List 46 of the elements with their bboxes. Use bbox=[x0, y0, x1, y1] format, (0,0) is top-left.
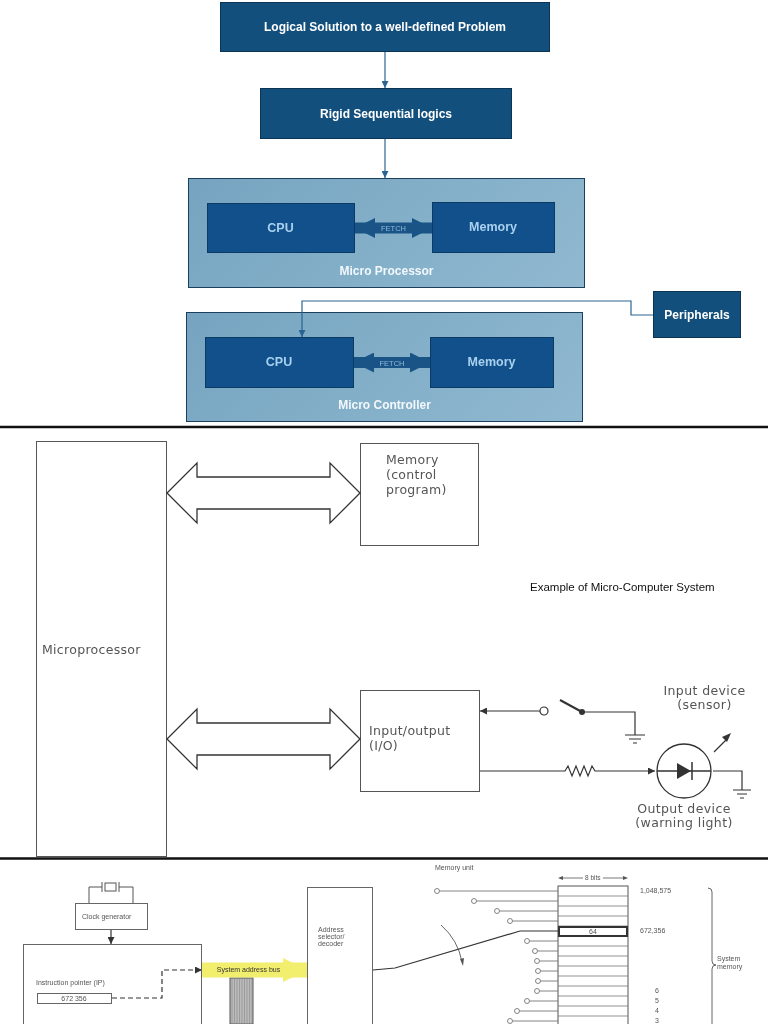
block-box bbox=[431, 201, 555, 253]
connector-line bbox=[372, 930, 559, 971]
box-label: Memory bbox=[469, 220, 517, 234]
box-label: Microprocessor bbox=[42, 641, 141, 657]
device-caption: Input device (sensor) bbox=[662, 684, 747, 713]
block-box bbox=[75, 903, 148, 930]
double-arrow bbox=[166, 461, 361, 525]
panel bbox=[186, 312, 583, 422]
block-box bbox=[204, 336, 354, 388]
panel bbox=[188, 178, 585, 288]
memory-cell bbox=[558, 926, 628, 937]
block-box bbox=[360, 443, 479, 546]
double-arrow bbox=[355, 218, 432, 238]
block-box bbox=[36, 992, 112, 1004]
block-box bbox=[23, 944, 202, 1024]
block-box bbox=[360, 690, 480, 792]
box-label: Memory bbox=[467, 355, 516, 369]
block-box bbox=[429, 336, 554, 388]
block-box bbox=[307, 887, 373, 1024]
arrow bbox=[381, 51, 389, 89]
process-box bbox=[260, 88, 512, 139]
panel-title: Micro Controller bbox=[338, 398, 431, 412]
block-box bbox=[36, 441, 167, 857]
device-caption: Output device (warning light) bbox=[634, 802, 734, 831]
box-label: Input/output (I/O) bbox=[369, 723, 452, 753]
box-label: Memory (control program) bbox=[386, 452, 448, 497]
panel-title: Micro Processor bbox=[339, 264, 434, 278]
arrow bbox=[107, 929, 115, 945]
warning-light-symbol bbox=[655, 743, 713, 799]
arrow bbox=[111, 966, 203, 999]
box-label: Logical Solution to a well-defined Problem bbox=[264, 20, 506, 34]
process-box bbox=[220, 2, 550, 52]
box-label: CPU bbox=[267, 220, 294, 235]
box-label: Rigid Sequential logics bbox=[320, 106, 452, 121]
double-arrow bbox=[354, 352, 430, 373]
section-heading: Example of Micro-Computer System bbox=[530, 581, 715, 593]
arrow bbox=[479, 707, 541, 715]
resistor-wire bbox=[479, 764, 656, 778]
arrow bbox=[202, 958, 307, 982]
block-box bbox=[206, 202, 355, 253]
box-label: Peripherals bbox=[664, 307, 730, 322]
arrow bbox=[381, 138, 389, 179]
box-label: CPU bbox=[265, 355, 293, 369]
double-arrow bbox=[166, 707, 361, 771]
arrow bbox=[298, 300, 654, 338]
process-box bbox=[653, 291, 741, 338]
